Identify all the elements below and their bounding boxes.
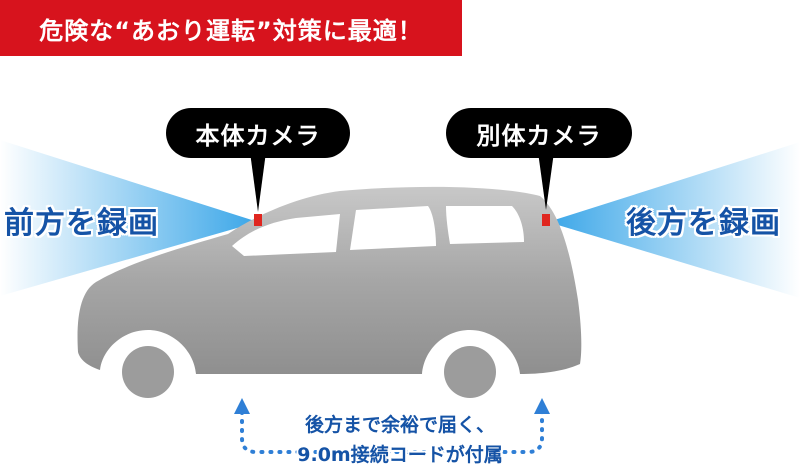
headline-banner: 危険な“あおり運転”対策に最適！ (0, 0, 462, 56)
car-windshield (232, 214, 340, 256)
rear-recording-beam (548, 142, 800, 298)
headline-text: 危険な“あおり運転”対策に最適！ (39, 16, 423, 45)
front-camera-label: 本体カメラ (195, 121, 321, 150)
car-front-wheel-hub (122, 346, 174, 398)
front-recording-beam (0, 140, 258, 296)
rear-camera-callout: 別体カメラ (446, 108, 632, 158)
car-window-rear (446, 206, 524, 244)
front-camera-callout: 本体カメラ (166, 108, 350, 158)
rear-camera-marker (542, 214, 550, 226)
car-rear-wheel-hub (444, 346, 496, 398)
front-camera-pointer (250, 152, 266, 212)
front-recording-label: 前方を録画 (4, 206, 159, 241)
cable-arrow-right-icon (534, 398, 550, 414)
rear-recording-label: 後方を録画 (626, 206, 781, 241)
front-camera-marker (254, 214, 262, 226)
car-window-middle (350, 206, 436, 250)
cable-arrow-left-icon (234, 398, 250, 414)
rear-camera-label: 別体カメラ (476, 121, 602, 150)
rear-camera-pointer (538, 152, 554, 210)
cable-note-line1: 後方まで余裕で届く、 (304, 414, 495, 436)
cable-note-line2: 9.0m接続コードが付属 (297, 444, 503, 466)
minivan-car (77, 186, 582, 410)
